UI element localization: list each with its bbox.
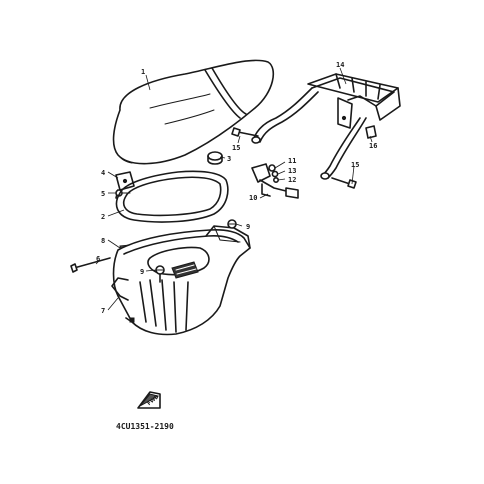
carrier-bolt-left [231, 127, 259, 137]
fwd-arrow-icon: FWD [137, 391, 161, 409]
seat-gasket [115, 170, 229, 223]
seat-damper [207, 151, 223, 165]
callout-5: 5 [101, 190, 105, 198]
rear-carrier [251, 73, 401, 180]
callout-15-right: 15 [351, 161, 359, 169]
callout-16: 16 [369, 142, 377, 150]
callout-3: 3 [227, 155, 231, 163]
callout-6: 6 [96, 255, 100, 263]
callout-9-lower: 9 [140, 268, 144, 276]
callout-9-upper: 9 [246, 223, 250, 231]
seat-hinge [115, 171, 135, 199]
callout-15-left: 15 [232, 144, 240, 152]
leader-lines [95, 67, 373, 311]
callout-1: 1 [141, 68, 145, 76]
seat [112, 59, 275, 165]
screw-upper [227, 219, 237, 229]
callout-labels: 1 2 3 4 5 6 7 8 9 9 10 11 12 13 14 15 15… [96, 61, 377, 315]
callout-14: 14 [336, 61, 344, 69]
drawing-code: 4CU1351-2190 [116, 422, 174, 431]
callout-8: 8 [101, 237, 105, 245]
storage-bin [111, 225, 251, 336]
carrier-collar [365, 125, 377, 139]
callout-12: 12 [288, 176, 296, 184]
callout-4: 4 [101, 169, 105, 177]
callout-11: 11 [288, 157, 296, 165]
long-bolt [70, 257, 111, 273]
callout-13: 13 [288, 167, 296, 175]
callout-2: 2 [101, 213, 105, 221]
callout-7: 7 [101, 307, 105, 315]
callout-10: 10 [249, 194, 257, 202]
